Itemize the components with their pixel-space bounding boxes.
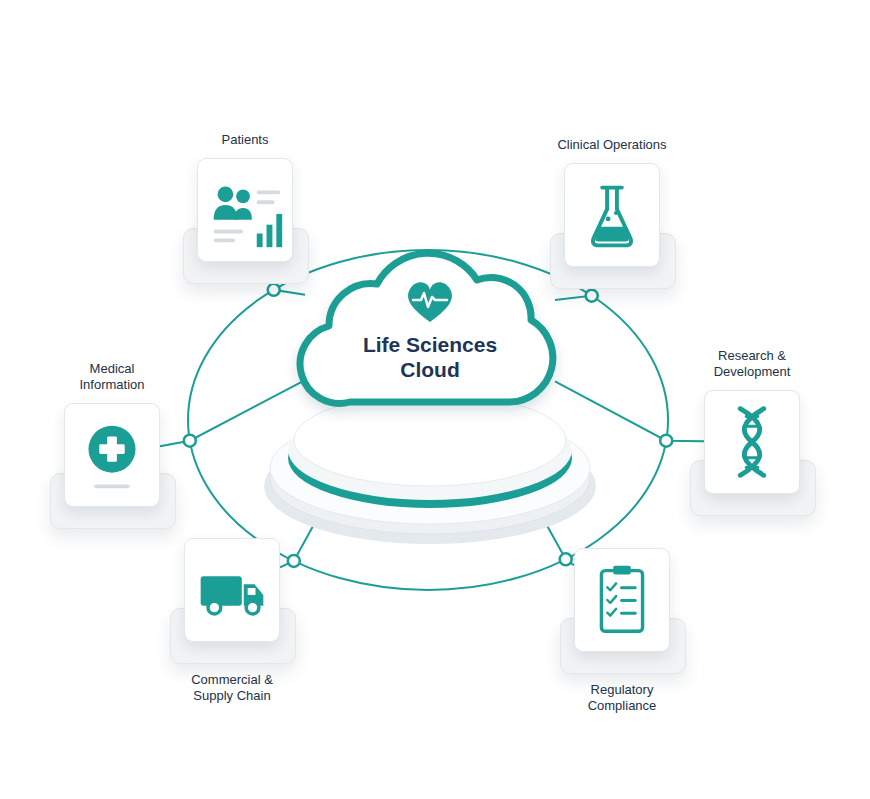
node-heading: Clinical Operations	[557, 137, 667, 153]
card-icon	[185, 539, 279, 641]
icon-part	[214, 230, 243, 234]
icon-part	[593, 189, 631, 246]
icon-part	[94, 484, 129, 488]
pulse-line	[413, 293, 447, 307]
icon-part	[267, 225, 273, 248]
card-node: Medical Information	[64, 403, 160, 507]
card-node: Commercial & Supply Chain	[184, 538, 280, 642]
card-node: Regulatory Compliance	[574, 548, 670, 652]
card-face	[184, 538, 280, 642]
icon-part	[236, 189, 250, 203]
cloud-shape	[305, 212, 555, 417]
card-icon	[565, 164, 659, 266]
icon-part	[214, 205, 238, 220]
card-icon	[575, 549, 669, 651]
icon-part	[620, 612, 637, 615]
cloud-node: Life Sciences Cloud	[305, 212, 555, 417]
ring-dot	[184, 435, 196, 447]
card-face	[64, 403, 160, 507]
platform-surface	[294, 394, 566, 486]
card-icon	[198, 159, 292, 261]
ring-dot	[268, 284, 280, 296]
node-heading: Medical Information	[57, 361, 167, 393]
card-icon	[705, 391, 799, 493]
icon-part	[218, 187, 234, 203]
node-heading: Patients	[190, 132, 300, 148]
node-label: Life Sciences Cloud	[355, 332, 505, 382]
icon-part	[246, 601, 259, 614]
icon-part	[257, 190, 281, 194]
card-icon	[65, 404, 159, 506]
icon-part	[201, 576, 242, 605]
ring-dot	[560, 553, 572, 565]
cloud-outline	[300, 253, 553, 403]
node-heading: Commercial & Supply Chain	[177, 672, 287, 704]
card-face	[704, 390, 800, 494]
ring-dot	[288, 555, 300, 567]
icon-part	[620, 586, 637, 589]
icon-part	[89, 426, 136, 473]
card-face	[574, 548, 670, 652]
icon-part	[276, 214, 282, 247]
node-heading: Research & Development	[697, 348, 807, 380]
ring-dot	[586, 290, 598, 302]
icon-part	[746, 417, 758, 468]
icon-part	[607, 583, 616, 615]
icon-part	[606, 216, 611, 221]
heart-icon	[408, 282, 452, 322]
icon-part	[234, 208, 252, 220]
connector	[160, 380, 305, 446]
card-node: Clinical Operations	[564, 163, 660, 267]
icon-part	[740, 409, 764, 476]
card-face	[564, 163, 660, 267]
icon-part	[257, 200, 275, 204]
icon-part	[613, 566, 631, 575]
icon-part	[595, 227, 629, 242]
ring-dot	[660, 435, 672, 447]
icon-part	[214, 238, 236, 242]
connector	[555, 381, 704, 441]
card-node: Research & Development	[704, 390, 800, 494]
icon-part	[620, 599, 637, 602]
icon-part	[99, 444, 124, 454]
icon-part	[208, 601, 221, 614]
icon-part	[248, 588, 256, 595]
icon-part	[740, 409, 764, 476]
card-face	[197, 158, 293, 262]
icon-part	[602, 186, 622, 190]
card-node: Patients	[197, 158, 293, 262]
icon-part	[601, 571, 642, 632]
icon-part	[257, 234, 263, 248]
node-heading: Regulatory Compliance	[567, 682, 677, 714]
icon-part	[614, 211, 618, 215]
